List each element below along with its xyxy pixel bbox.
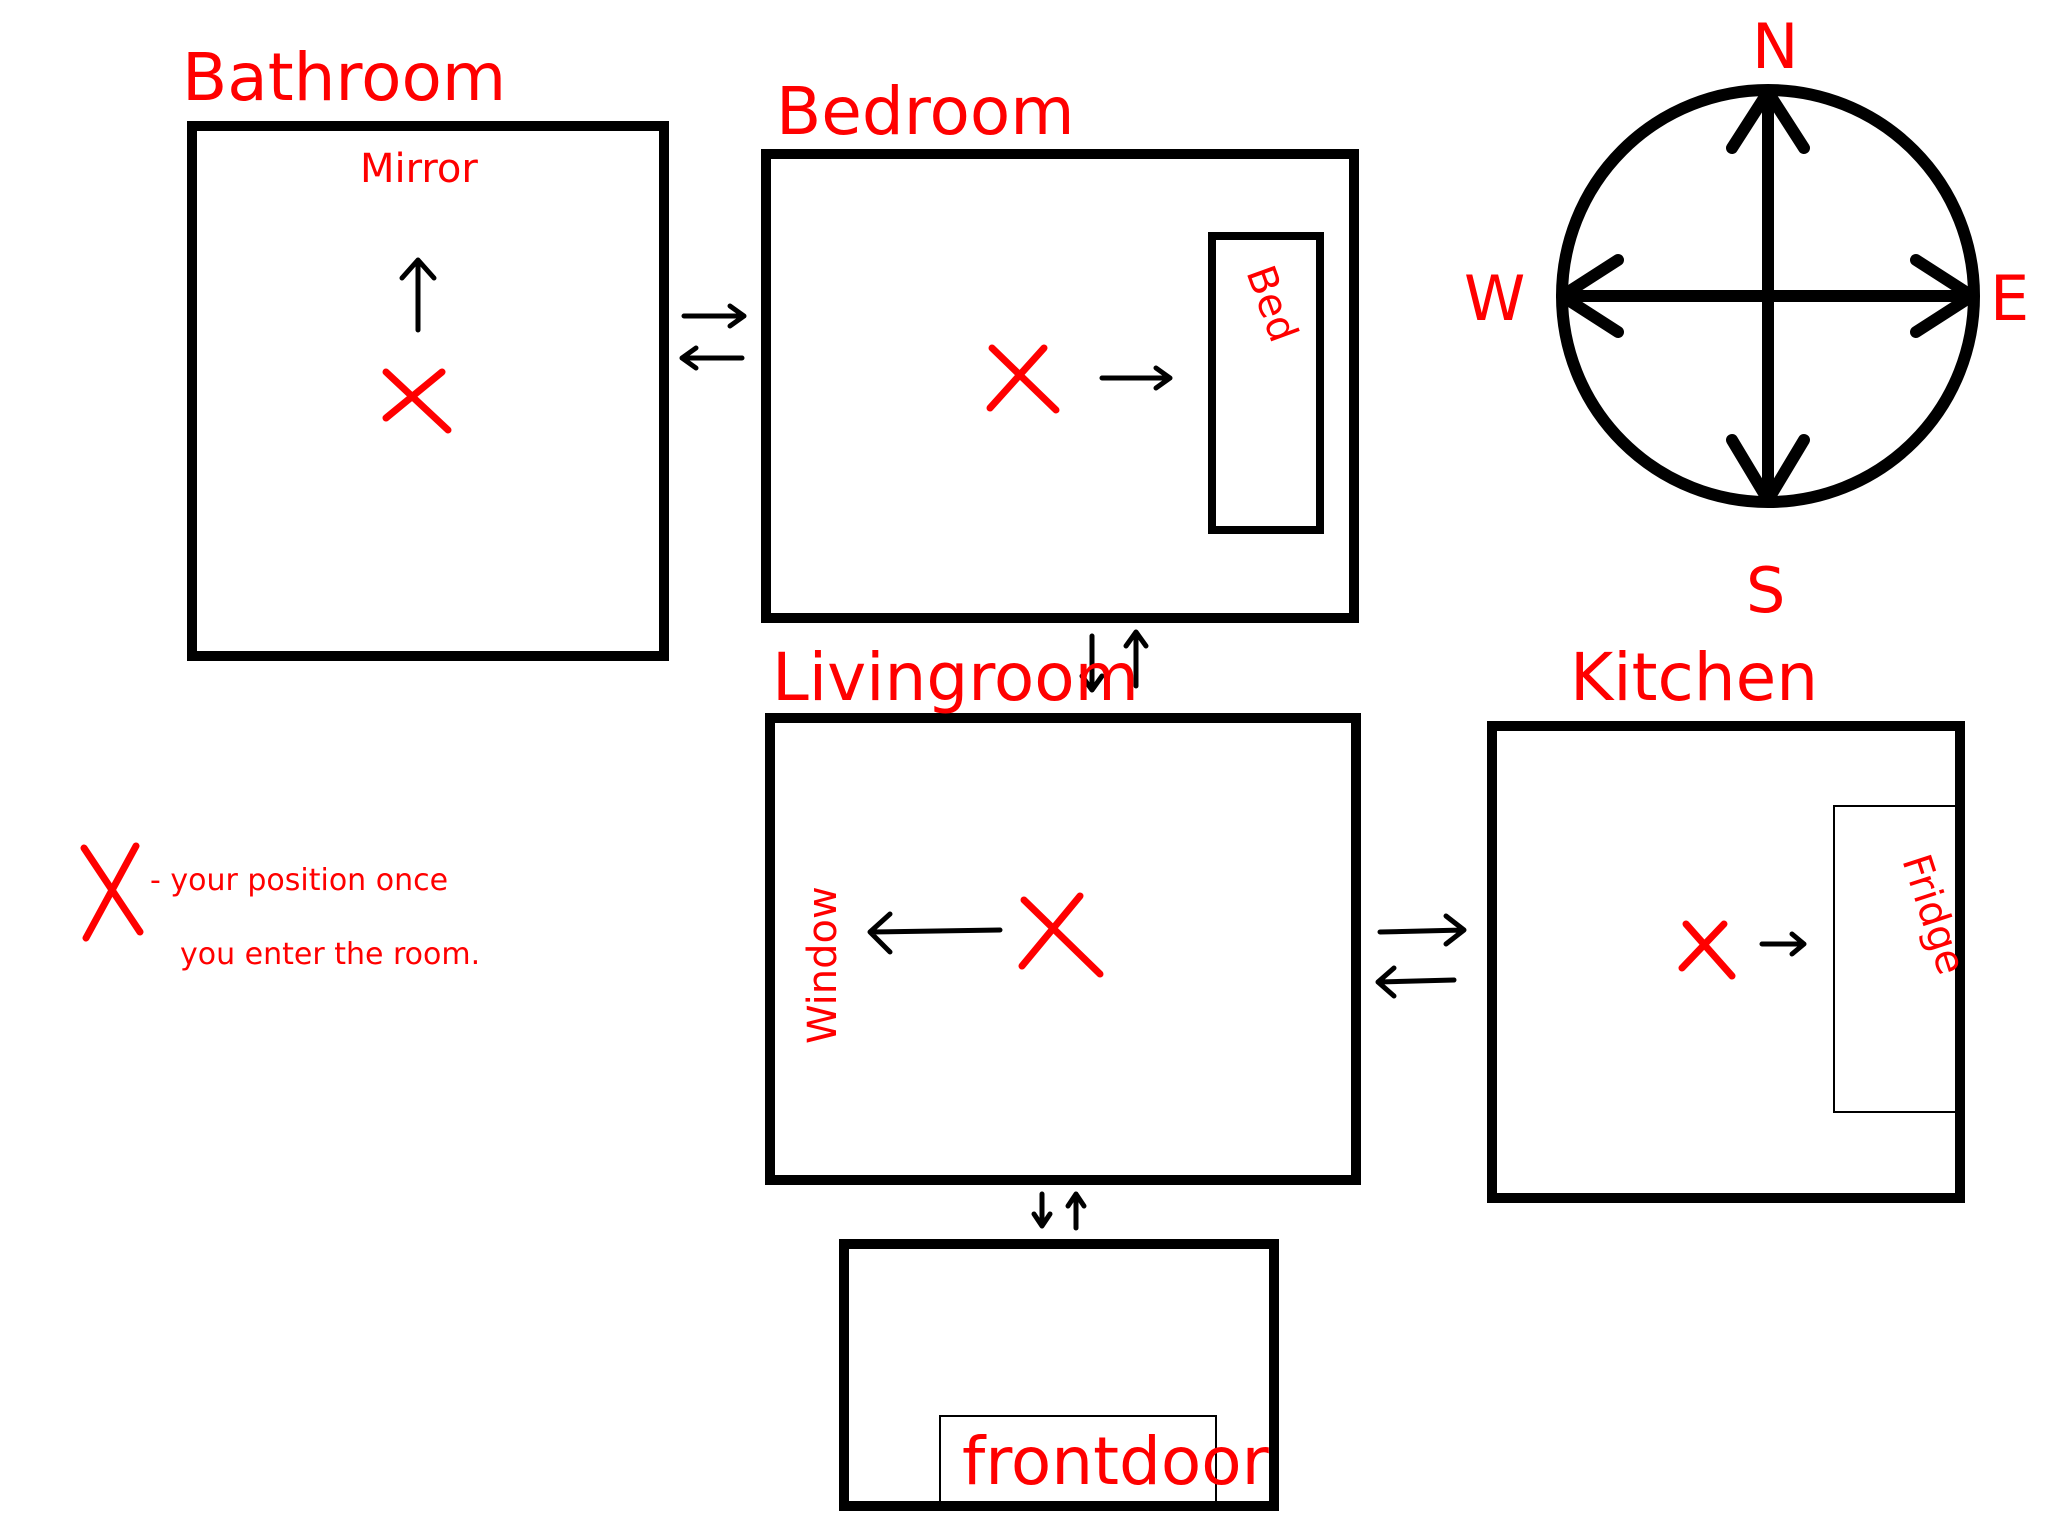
legend-x-symbol (80, 842, 144, 942)
kitchen-facing-arrow (1759, 931, 1807, 957)
livingroom-position-x-mark (1018, 892, 1104, 978)
livingroom-entry-connector (1031, 1191, 1087, 1231)
bedroom-room: Bedroom Bed (761, 73, 1359, 623)
legend-line-2: you enter the room. (180, 937, 480, 972)
bedroom-facing-arrow (1099, 365, 1173, 391)
compass-north-label: N (1752, 10, 1798, 83)
frontdoor-furniture (939, 1415, 1217, 1503)
kitchen-position-x-mark (1678, 920, 1736, 980)
compass-west-label: W (1464, 262, 1525, 335)
livingroom-facing-arrow (867, 911, 1003, 955)
bathroom-title: Bathroom (182, 39, 506, 116)
legend-line-1: - your position once (150, 863, 448, 898)
kitchen-room: Kitchen Fridge (1487, 639, 1974, 1203)
entry-room: frontdoor (839, 1239, 1279, 1511)
bed-label: Bed (1237, 260, 1307, 349)
bathroom-room: Bathroom Mirror (182, 39, 669, 661)
frontdoor-label: frontdoor (962, 1423, 1270, 1500)
compass-south-label: S (1746, 554, 1785, 627)
livingroom-title: Livingroom (772, 639, 1139, 716)
bathroom-facing-arrow (399, 257, 437, 333)
legend: - your position once you enter the room. (80, 842, 480, 972)
bedroom-livingroom-connector (1079, 629, 1149, 693)
bedroom-title: Bedroom (776, 73, 1075, 150)
fridge-furniture (1833, 805, 1957, 1113)
bathroom-position-x-mark (382, 368, 452, 434)
bedroom-position-x-mark (986, 344, 1060, 414)
livingroom-kitchen-connector (1375, 913, 1467, 999)
compass-rose: N S W E (1464, 10, 2029, 627)
window-label: Window (800, 886, 846, 1044)
kitchen-title: Kitchen (1570, 639, 1818, 716)
bed-furniture (1208, 232, 1324, 534)
mirror-label: Mirror (360, 146, 478, 192)
bathroom-bedroom-connector (679, 303, 747, 371)
compass-east-label: E (1990, 262, 2029, 335)
livingroom-room: Livingroom Window (765, 639, 1361, 1185)
